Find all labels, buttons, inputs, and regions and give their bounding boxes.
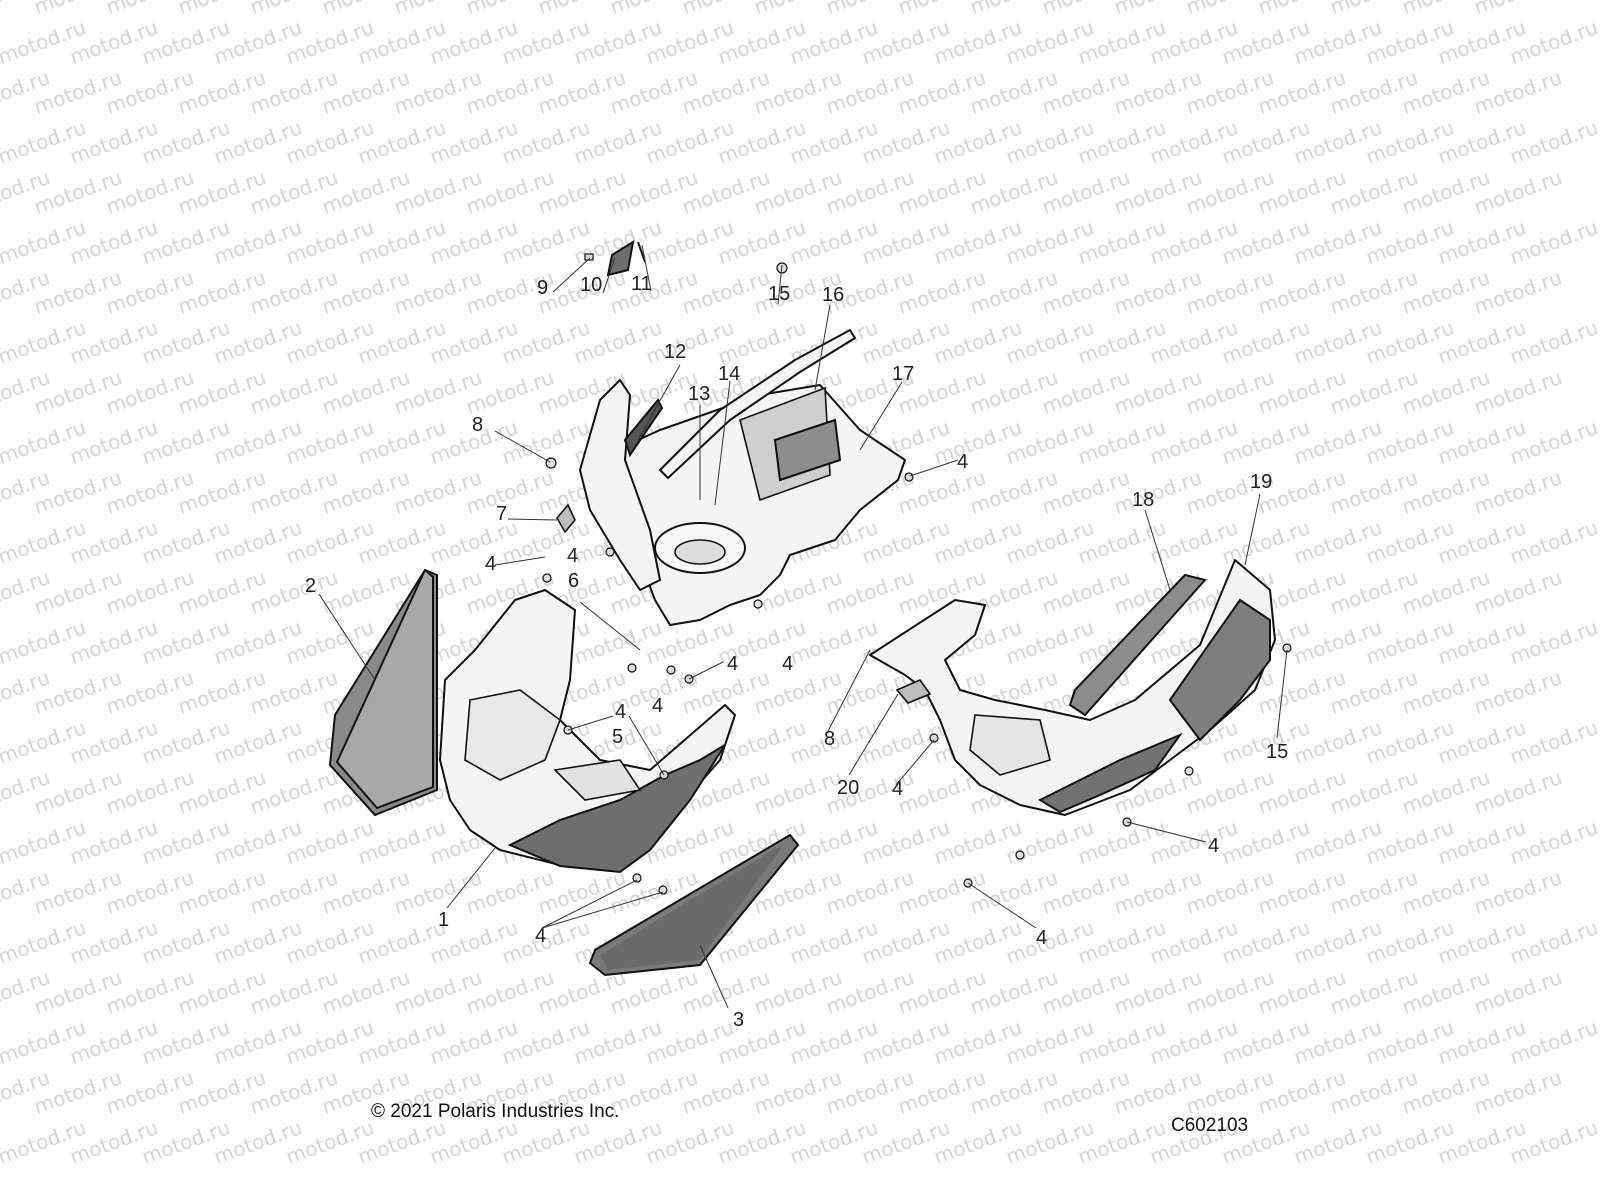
callout-17: 17 (892, 363, 914, 385)
callout-4: 4 (1208, 835, 1219, 857)
callout-13: 13 (688, 383, 710, 405)
diagram-code: C602103 (1171, 1115, 1249, 1136)
part-7 (556, 503, 576, 534)
callout-9: 9 (537, 277, 548, 299)
callout-16: 16 (822, 284, 844, 306)
callout-4: 4 (782, 653, 793, 675)
part-1-front-body (439, 589, 736, 874)
callout-4: 4 (535, 925, 546, 947)
callout-4: 4 (615, 701, 626, 723)
part-19-right-body (869, 559, 1276, 816)
part-10 (606, 239, 635, 277)
part-17-floor-pan (604, 384, 906, 626)
part-11 (637, 241, 646, 263)
part-2-left-panel (328, 568, 438, 817)
callout-labels: 1 2 3 4 4 4 4 4 4 4 4 4 4 4 5 6 7 8 8 9 … (305, 273, 1288, 1031)
part-20 (895, 679, 932, 704)
callout-8: 8 (824, 728, 835, 750)
callout-4: 4 (727, 653, 738, 675)
callout-10: 10 (580, 274, 602, 296)
part-18-panel (1068, 573, 1207, 717)
callout-6: 6 (568, 570, 579, 592)
part-16-rail (659, 329, 856, 479)
callout-15: 15 (768, 283, 790, 305)
callout-5: 5 (612, 726, 623, 748)
copyright-notice: © 2021 Polaris Industries Inc. (371, 1101, 620, 1122)
callout-4: 4 (957, 451, 968, 473)
callout-3: 3 (733, 1009, 744, 1031)
callout-1: 1 (438, 909, 449, 931)
callout-19: 19 (1250, 471, 1272, 493)
callout-18: 18 (1132, 489, 1154, 511)
callout-2: 2 (305, 575, 316, 597)
callout-4: 4 (892, 778, 903, 800)
callout-4: 4 (567, 545, 578, 567)
callout-7: 7 (496, 503, 507, 525)
part-9 (584, 253, 594, 261)
callout-11: 11 (631, 273, 652, 295)
leader-lines (318, 244, 1288, 1009)
callout-20: 20 (837, 777, 859, 799)
fasteners (542, 262, 1292, 895)
callout-4: 4 (1036, 927, 1047, 949)
callout-4: 4 (652, 695, 663, 717)
callout-14: 14 (718, 363, 740, 385)
part-3-lower-panel (588, 833, 800, 977)
callout-15: 15 (1266, 741, 1288, 763)
callout-12: 12 (664, 341, 686, 363)
callout-4: 4 (485, 553, 496, 575)
callout-8: 8 (472, 414, 483, 436)
